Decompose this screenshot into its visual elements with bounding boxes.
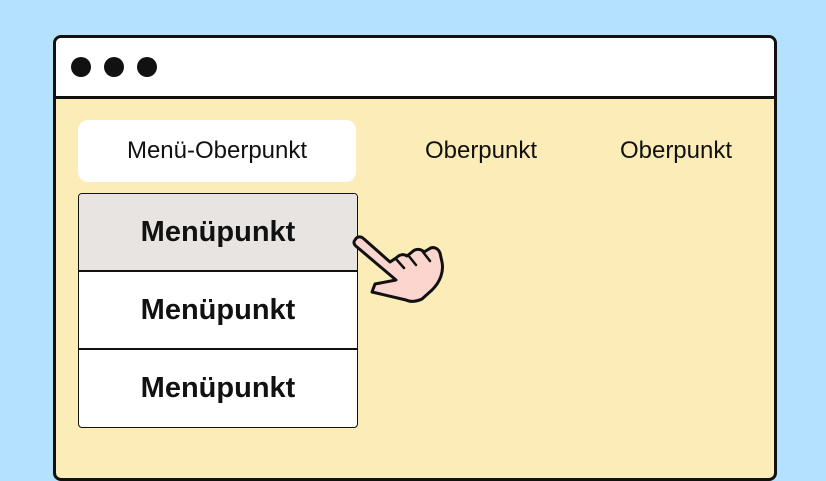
window-control-dot[interactable] xyxy=(137,57,157,77)
dropdown-item[interactable]: Menüpunkt xyxy=(79,194,357,272)
browser-window: Menü-Oberpunkt Oberpunkt Oberpunkt Menüp… xyxy=(53,35,777,481)
nav-item-oberpunkt[interactable]: Oberpunkt xyxy=(424,137,538,164)
pointing-hand-icon xyxy=(352,235,444,303)
dropdown-item[interactable]: Menüpunkt xyxy=(140,372,296,404)
window-control-dot[interactable] xyxy=(104,57,124,77)
dropdown-menu: Menüpunkt Menüpunkt Menüpunkt xyxy=(78,193,358,428)
nav-item-menu-oberpunkt[interactable]: Menü-Oberpunkt xyxy=(78,120,356,182)
window-control-dot[interactable] xyxy=(71,57,91,77)
nav-item-oberpunkt[interactable]: Oberpunkt xyxy=(619,137,733,164)
window-titlebar xyxy=(56,38,774,99)
dropdown-item[interactable]: Menüpunkt xyxy=(79,272,357,350)
